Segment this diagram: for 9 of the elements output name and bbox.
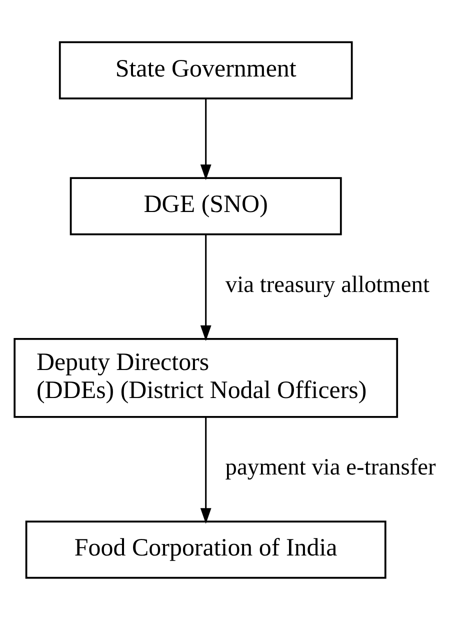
edge-label: via treasury allotment xyxy=(225,272,430,298)
arrow xyxy=(200,234,212,341)
arrow xyxy=(200,416,212,524)
node-box: Deputy Directors (DDEs) (District Nodal Officers) xyxy=(14,337,398,418)
node-box: State Government xyxy=(58,40,353,99)
node-box: DGE (SNO) xyxy=(70,176,342,235)
edge-label: payment via e-transfer xyxy=(225,454,436,480)
arrow xyxy=(200,98,212,180)
node-box: Food Corporation of India xyxy=(25,520,386,578)
